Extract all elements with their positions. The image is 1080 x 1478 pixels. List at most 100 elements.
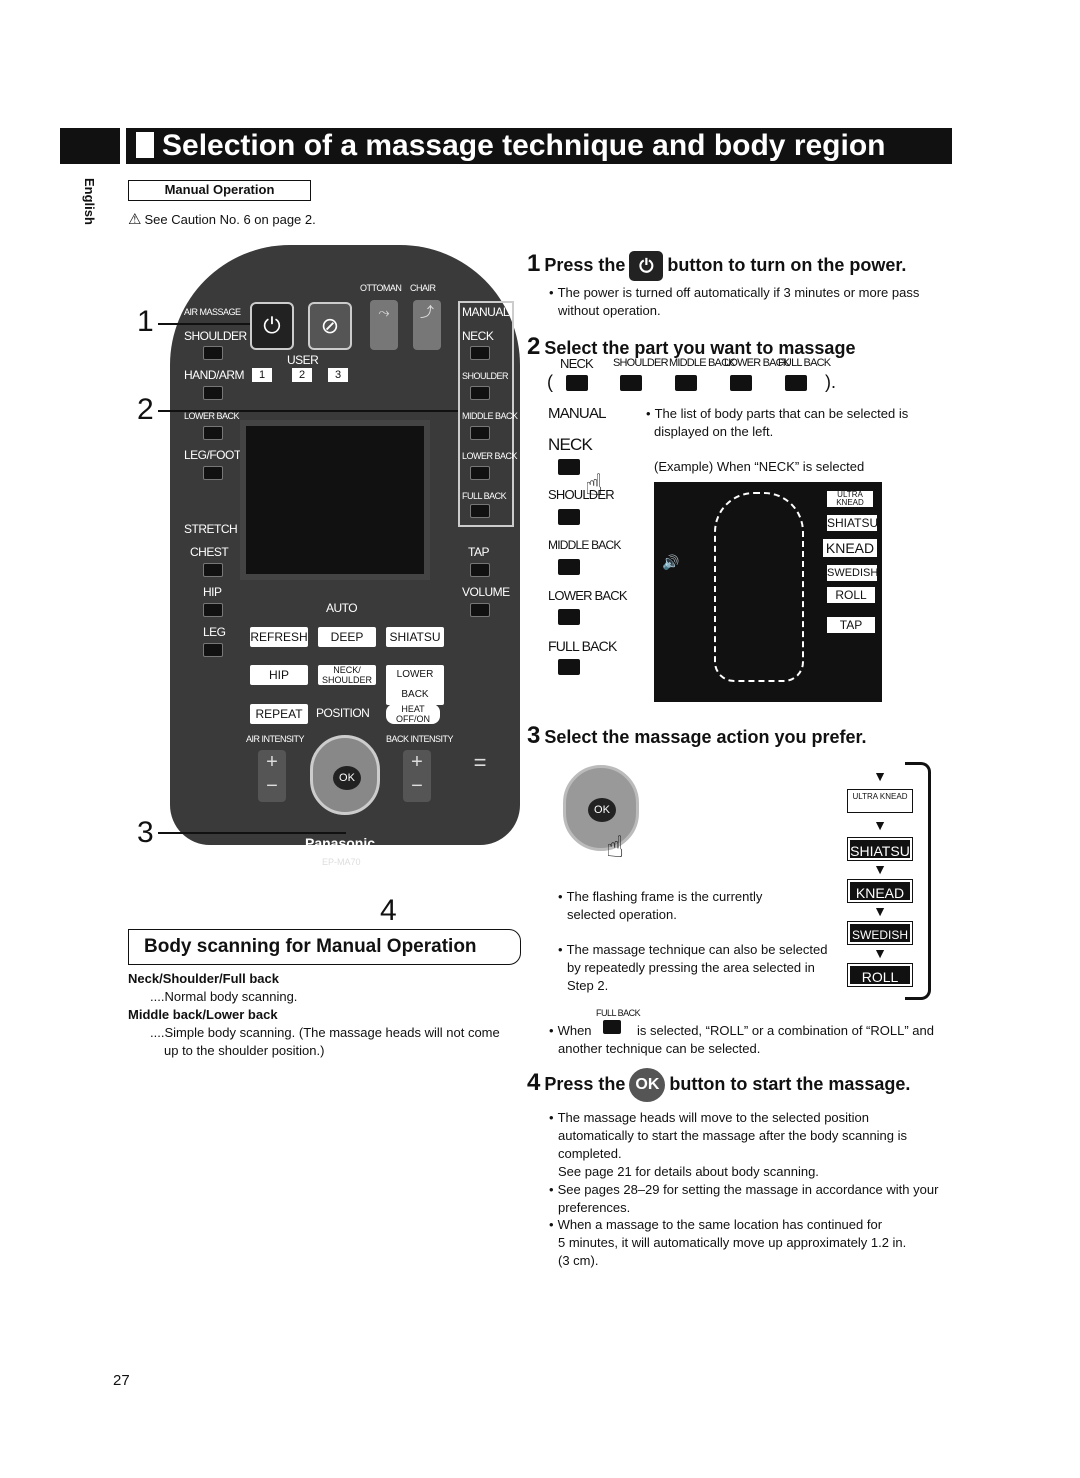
part-label-middle-back: MIDDLE BACK bbox=[669, 357, 736, 369]
display-tap: TAP bbox=[826, 616, 876, 634]
action-swedish: SWEDISH bbox=[847, 921, 913, 945]
step-3-number: 3 bbox=[527, 722, 541, 749]
action-sequence: ▼ ULTRA KNEAD ▼ SHIATSU ▼ KNEAD ▼ SWEDIS… bbox=[847, 768, 918, 988]
list-shoulder-key bbox=[558, 509, 580, 525]
page-title-text: Selection of a massage technique and bod… bbox=[162, 129, 886, 162]
example-display: 🔊 ULTRA KNEAD SHIATSU KNEAD SWEDISH ROLL… bbox=[654, 482, 882, 702]
list-neck: NECK bbox=[548, 435, 593, 454]
label-user: USER bbox=[287, 353, 319, 367]
step-1-pre: Press the bbox=[544, 255, 626, 275]
list-full-back-key bbox=[558, 659, 580, 675]
hip-stretch-button[interactable] bbox=[203, 603, 223, 617]
volume-button[interactable] bbox=[470, 603, 490, 617]
label-neck: NECK bbox=[462, 329, 494, 343]
shiatsu-button[interactable]: SHIATSU bbox=[386, 627, 444, 647]
warning-icon: ⚠ bbox=[128, 211, 142, 228]
label-ottoman: OTTOMAN bbox=[360, 283, 402, 293]
part-key-lower-back bbox=[730, 375, 752, 391]
power-button[interactable]: ⏻ bbox=[250, 302, 294, 350]
label-shoulder-right: SHOULDER bbox=[462, 371, 509, 381]
display-shiatsu: SHIATSU bbox=[826, 514, 879, 532]
list-shoulder: SHOULDER bbox=[548, 487, 615, 502]
lower-back-air-button[interactable] bbox=[203, 426, 223, 440]
label-lower-back: LOWER BACK bbox=[184, 411, 240, 421]
direction-dial[interactable]: OK bbox=[310, 735, 380, 815]
user-2-button[interactable]: 2 bbox=[292, 368, 312, 382]
step-3-bullet-a-cont: selected operation. bbox=[567, 907, 677, 922]
part-label-full-back: FULL BACK bbox=[778, 357, 831, 369]
list-neck-key bbox=[558, 459, 580, 475]
lower-back-auto-button[interactable]: LOWER BACK bbox=[386, 665, 444, 705]
refresh-button[interactable]: REFRESH bbox=[250, 627, 308, 647]
body-figure-icon bbox=[714, 492, 804, 682]
middle-back-button[interactable] bbox=[470, 426, 490, 440]
deep-button[interactable]: DEEP bbox=[318, 627, 376, 647]
step-3-bullet-b: The massage technique can also be select… bbox=[558, 941, 828, 959]
step-1-number: 1 bbox=[527, 250, 541, 277]
ottoman-recline-icon[interactable]: ⤳ bbox=[370, 300, 398, 350]
step-2-number: 2 bbox=[527, 333, 541, 360]
direction-control-illustration: OK bbox=[563, 765, 639, 851]
label-air-intensity: AIR INTENSITY bbox=[246, 734, 305, 744]
shoulder-button[interactable] bbox=[203, 346, 223, 360]
volume-icon: 🔊 bbox=[662, 554, 680, 570]
leg-stretch-button[interactable] bbox=[203, 643, 223, 657]
user-3-button[interactable]: 3 bbox=[328, 368, 348, 382]
step-4-bullet-2: See pages 28–29 for setting the massage … bbox=[549, 1181, 939, 1199]
lower-back-button[interactable] bbox=[470, 466, 490, 480]
full-back-button[interactable] bbox=[470, 504, 490, 518]
ok-button[interactable]: OK bbox=[333, 766, 361, 790]
back-intensity-control[interactable]: +− bbox=[403, 750, 431, 802]
heat-line2: OFF/ON bbox=[396, 714, 430, 724]
step-3-bullet-c-text: is selected, “ROLL” or a combination of … bbox=[637, 1023, 934, 1038]
shoulder-manual-button[interactable] bbox=[470, 386, 490, 400]
label-manual: MANUAL bbox=[462, 305, 510, 319]
title-tab bbox=[60, 128, 120, 164]
label-stretch: STRETCH bbox=[184, 522, 238, 536]
tap-button[interactable] bbox=[470, 563, 490, 577]
remote-control: AIR MASSAGE SHOULDER HAND/ARM LOWER BACK… bbox=[170, 245, 520, 867]
list-lower-back-key bbox=[558, 609, 580, 625]
neck-shoulder-button[interactable]: NECK/SHOULDER bbox=[318, 665, 376, 685]
menu-icon[interactable]: = bbox=[466, 750, 494, 780]
repeat-button[interactable]: REPEAT bbox=[250, 704, 308, 724]
hip-auto-button[interactable]: HIP bbox=[250, 665, 308, 685]
chest-button[interactable] bbox=[203, 563, 223, 577]
heat-line1: HEAT bbox=[401, 704, 425, 714]
label-chest: CHEST bbox=[190, 545, 229, 559]
step-3-bullet-a: The flashing frame is the currently bbox=[558, 888, 763, 906]
label-auto: AUTO bbox=[326, 601, 358, 615]
step-4-bullet-2-cont: preferences. bbox=[558, 1200, 631, 1215]
air-intensity-control[interactable]: +− bbox=[258, 750, 286, 802]
part-key-shoulder bbox=[620, 375, 642, 391]
label-volume: VOLUME bbox=[462, 585, 510, 599]
display-knead: KNEAD bbox=[822, 538, 878, 558]
step-4-bullet-3: When a massage to the same location has … bbox=[549, 1216, 882, 1234]
step-3-bullet-b-cont: by repeatedly pressing the area selected… bbox=[567, 960, 815, 975]
arrow-down-icon: ▼ bbox=[873, 945, 887, 961]
display-ultra-knead: ULTRA KNEAD bbox=[826, 490, 874, 508]
paren-open: ( bbox=[547, 372, 553, 392]
control-ok-icon: OK bbox=[588, 798, 616, 822]
display-roll: ROLL bbox=[826, 586, 876, 604]
title-square-icon bbox=[136, 132, 154, 158]
step-4-post: button to start the massage. bbox=[669, 1073, 911, 1094]
step-2-bullet-cont: displayed on the left. bbox=[654, 424, 774, 439]
hand-pointer-icon: ☝ bbox=[585, 469, 604, 502]
step-2-bullet: The list of body parts that can be selec… bbox=[646, 405, 909, 423]
stop-button[interactable]: ⊘ bbox=[308, 302, 352, 350]
list-manual: MANUAL bbox=[548, 405, 607, 422]
step-3-bullet-b-cont2: Step 2. bbox=[567, 978, 609, 993]
user-1-button[interactable]: 1 bbox=[252, 368, 272, 382]
arrow-down-icon: ▼ bbox=[873, 861, 887, 877]
scan-item2-text-cont: up to the shoulder position.) bbox=[164, 1043, 325, 1058]
neck-button[interactable] bbox=[470, 346, 490, 360]
label-hand-arm: HAND/ARM bbox=[184, 368, 245, 382]
chair-recline-icon[interactable]: ⤴ bbox=[413, 300, 441, 350]
hand-arm-button[interactable] bbox=[203, 386, 223, 400]
leg-foot-button[interactable] bbox=[203, 466, 223, 480]
page-number: 27 bbox=[113, 1372, 130, 1389]
